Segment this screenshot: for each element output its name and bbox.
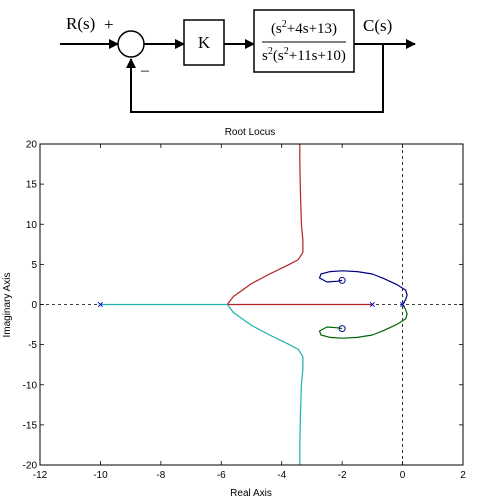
output-label: C(s) <box>363 16 392 35</box>
x-tick-label: -10 <box>93 470 108 481</box>
pole-marker-1 <box>400 301 406 308</box>
sum-minus-sign: – <box>140 62 150 79</box>
gain-label: K <box>198 33 211 52</box>
x-tick-label: -2 <box>338 470 347 481</box>
plant-block <box>253 9 355 73</box>
x-tick-label: 0 <box>400 470 406 481</box>
locus-branches <box>100 144 408 465</box>
y-tick-label: 15 <box>26 180 38 191</box>
gain-block <box>183 19 225 66</box>
sum-plus-sign: + <box>104 15 114 34</box>
tf-num-part-b: 2 <box>282 19 287 30</box>
input-label: R(s) <box>66 14 95 33</box>
x-tick-label: -8 <box>156 470 165 481</box>
locus-branch-1 <box>318 270 408 305</box>
locus-branch-3 <box>226 144 373 306</box>
transfer-function-denominator: s2(s2+11s+10) <box>262 46 346 64</box>
summing-junction <box>117 30 145 58</box>
x-axis-label: Real Axis <box>230 488 272 499</box>
y-tick-label: -15 <box>23 420 38 431</box>
tf-den-part-b: 2 <box>268 46 273 57</box>
pole-zero-markers <box>97 276 406 333</box>
tf-den-part-e: +11s+10) <box>289 48 346 64</box>
x-tick-label: -12 <box>33 470 48 481</box>
tf-num-part-a: (s <box>271 21 282 37</box>
y-tick-label: 20 <box>26 140 38 151</box>
zero-marker-1 <box>338 276 346 284</box>
pole-marker-2 <box>369 301 375 308</box>
locus-branch-2 <box>318 304 408 339</box>
x-tick-label: -4 <box>277 470 286 481</box>
y-tick-label: -20 <box>23 461 38 472</box>
tf-den-part-c: (s <box>273 48 284 64</box>
x-tick-label: 2 <box>460 470 466 481</box>
y-tick-label: 0 <box>31 300 37 311</box>
x-tick-label: -6 <box>217 470 226 481</box>
y-tick-label: -5 <box>28 340 37 351</box>
chart-title: Root Locus <box>225 127 276 138</box>
tf-den-part-a: s <box>262 48 268 64</box>
zero-marker-2 <box>338 325 346 333</box>
pole-marker-3 <box>97 301 103 308</box>
y-tick-label: -10 <box>23 380 38 391</box>
tf-num-part-c: +4s+13) <box>287 21 337 37</box>
block-diagram: R(s) + – K (s2+4s+13) s2(s2+11s+10) C(s) <box>60 9 416 113</box>
y-axis-label: Imaginary Axis <box>2 272 13 337</box>
feedback-path <box>126 44 384 113</box>
y-tick-label: 10 <box>26 220 38 231</box>
tf-den-part-d: 2 <box>284 46 289 57</box>
y-tick-label: 5 <box>31 260 37 271</box>
transfer-function-numerator: (s2+4s+13) <box>271 19 337 37</box>
locus-branch-4 <box>100 303 304 465</box>
